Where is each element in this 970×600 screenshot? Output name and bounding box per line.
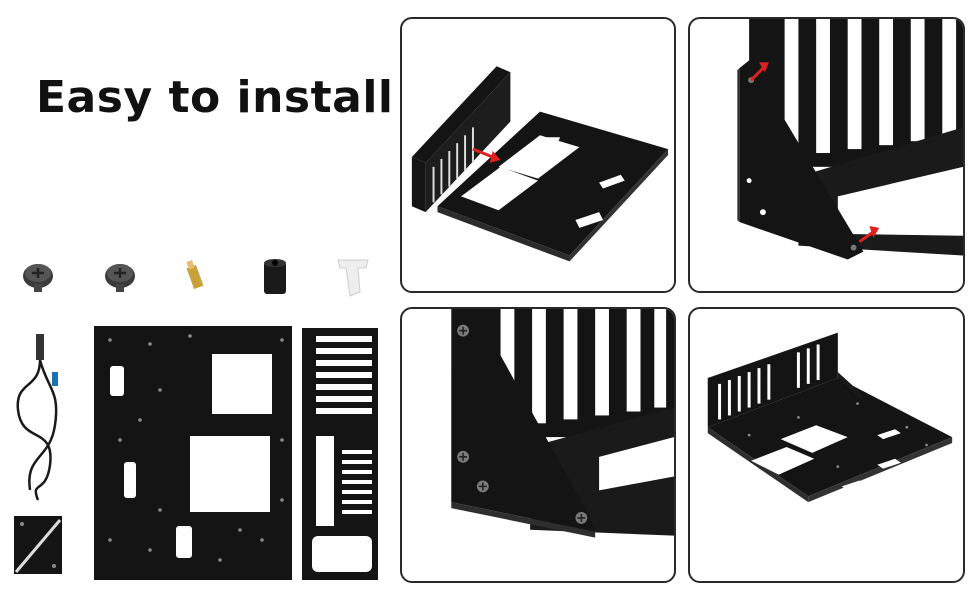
corner-bracket-icon bbox=[14, 516, 62, 574]
io-backplate bbox=[411, 66, 511, 213]
step-attach-backplate-to-tray bbox=[400, 17, 676, 293]
parts-kit bbox=[0, 240, 390, 600]
rubber-foot-icon bbox=[264, 259, 286, 294]
io-backplate bbox=[302, 328, 378, 580]
screw-icon bbox=[575, 512, 588, 524]
io-backplate bbox=[707, 332, 838, 428]
power-switch-cable-icon bbox=[16, 334, 58, 501]
motherboard-tray-plate bbox=[94, 326, 292, 580]
screw-icon bbox=[457, 324, 470, 337]
headline: Easy to install bbox=[36, 72, 394, 123]
tray-plate bbox=[707, 377, 953, 503]
plastic-clip-icon bbox=[337, 259, 369, 297]
side-bracket bbox=[451, 309, 596, 538]
screw-icon bbox=[457, 450, 470, 463]
tray-plate bbox=[437, 111, 669, 262]
brass-standoff-icon bbox=[186, 259, 204, 290]
arrow-icon bbox=[472, 147, 501, 163]
side-bracket bbox=[737, 60, 864, 260]
arrow-icon bbox=[858, 225, 880, 243]
screw-icon bbox=[23, 264, 53, 292]
screw-icon bbox=[476, 480, 489, 493]
step-attach-side-bracket-top bbox=[688, 17, 965, 293]
arrow-icon bbox=[750, 62, 769, 82]
side-bracket bbox=[837, 372, 864, 402]
step-assembled-bench-frame bbox=[688, 307, 965, 583]
screw-icon bbox=[105, 264, 135, 292]
step-screw-side-bracket bbox=[400, 307, 676, 583]
